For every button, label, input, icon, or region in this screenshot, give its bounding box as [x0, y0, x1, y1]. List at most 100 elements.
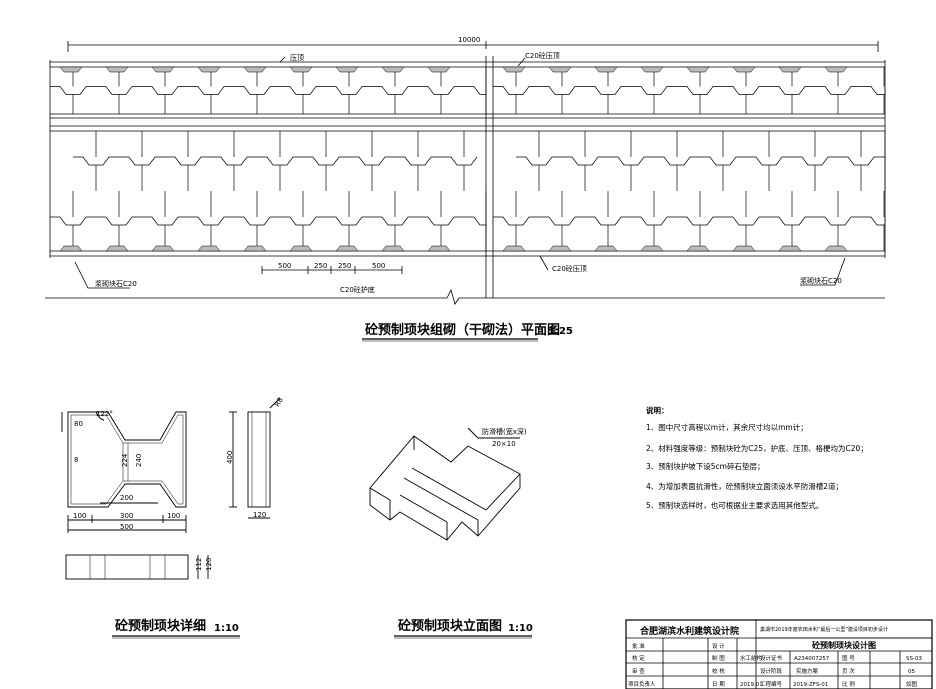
- cap-block-top: [732, 66, 756, 73]
- dim-r8: R8: [273, 396, 285, 408]
- dim-bottom-1: 500: [278, 262, 291, 270]
- cap-block-top: [594, 66, 618, 73]
- dim-bottom-2: 250: [314, 262, 327, 270]
- tb-r1-c2: 设 计: [712, 642, 725, 650]
- note-5: 5、预制块选样时，也可根据业主要求选用其他型式。: [646, 500, 823, 510]
- cap-block-top: [105, 66, 129, 73]
- cap-block-top: [502, 66, 526, 73]
- tb-signature-note: 水工结构: [740, 654, 763, 662]
- dim-224: 224: [121, 453, 129, 467]
- block-profile-line: [493, 86, 886, 95]
- tb-cert-value: A234007257: [794, 656, 830, 662]
- dim-400: 400: [226, 451, 234, 464]
- tb-r4-c1: 项目负责人: [628, 680, 656, 688]
- tb-r1-c1: 批 准: [632, 642, 645, 650]
- tb-projno-label: 工程编号: [760, 680, 783, 688]
- tb-scale-value: 如图: [906, 680, 918, 688]
- iso-title: 砼预制顼块立面图: [398, 618, 502, 634]
- dim-120b: 120: [205, 558, 213, 571]
- cap-block-bottom: [59, 245, 83, 252]
- tb-drawno-value: SS-03: [906, 656, 922, 662]
- note-4: 4、为增加表面抗滑性，砼预制块立面须设水平防滑槽2道；: [646, 481, 843, 491]
- tb-stage-value: 实施方案: [796, 667, 819, 675]
- cap-block-bottom: [427, 245, 451, 252]
- detail-scale: 1:10: [214, 623, 239, 634]
- tb-date: 2019.01: [740, 682, 763, 688]
- block-bottom-elevation: [65, 554, 189, 580]
- dim-120: 120: [253, 511, 266, 519]
- tb-r2-c2: 制 图: [712, 654, 725, 662]
- plan-title: 砼预制顼块组砌（干砌法）平面图: [365, 322, 560, 338]
- title-block: [625, 619, 933, 689]
- cap-block-top: [289, 66, 313, 73]
- cap-block-bottom: [824, 245, 848, 252]
- detail-title: 砼预制顼块详细: [115, 618, 206, 634]
- cap-block-bottom: [502, 245, 526, 252]
- cap-block-bottom: [548, 245, 572, 252]
- label-drain-right: 浆砌块石C20: [800, 276, 842, 285]
- dim-112: 112: [195, 558, 203, 571]
- block-profile-line: [493, 216, 886, 226]
- cap-block-top: [151, 66, 175, 73]
- dim-200: 200: [120, 494, 133, 502]
- cap-block-bottom: [335, 245, 359, 252]
- notes-heading: 说明：: [646, 405, 669, 415]
- tb-r4-c2: 日 期: [712, 681, 725, 688]
- tb-stage-label: 设计阶段: [760, 667, 783, 675]
- note-2: 2、材料强度等级：预制块砼为C25，护底、压顶、格梗均为C20；: [646, 443, 868, 453]
- tb-scale-label: 比 例: [842, 680, 855, 688]
- block-profile-line: [50, 216, 487, 226]
- note-3: 3、预制块护坡下设5cm碎石垫层；: [646, 461, 764, 471]
- dim-80: 80: [74, 420, 83, 428]
- tb-page-value: 05: [908, 669, 915, 675]
- note-1: 1、图中尺寸高程以m计，其余尺寸均以mm计；: [646, 422, 808, 432]
- iso-block-top: [369, 435, 521, 541]
- cap-block-top: [640, 66, 664, 73]
- dim-500: 500: [120, 523, 133, 531]
- tb-page-label: 页 次: [842, 667, 855, 675]
- cap-block-top: [197, 66, 221, 73]
- cap-block-top: [824, 66, 848, 73]
- cap-block-bottom: [289, 245, 313, 252]
- cap-block-top: [335, 66, 359, 73]
- label-drain: 浆砌块石C20: [95, 279, 137, 288]
- label-pressure-top: 压顶: [290, 54, 304, 62]
- dim-240: 240: [135, 454, 143, 467]
- label-pressure-bottom-right: C20砼压顶: [552, 264, 587, 273]
- dim-100-left: 100: [73, 512, 86, 520]
- block-profile-line: [73, 156, 478, 166]
- label-floor: C20砼护底: [340, 285, 375, 294]
- dim-bottom-3: 250: [338, 262, 351, 270]
- cap-block-top: [381, 66, 405, 73]
- dim-300: 300: [120, 512, 133, 520]
- cap-block-top: [548, 66, 572, 73]
- block-isometric-view: [369, 427, 521, 541]
- cap-block-bottom: [594, 245, 618, 252]
- cap-block-bottom: [243, 245, 267, 252]
- block-profile-line: [50, 86, 487, 95]
- tb-drawing-name: 砼预制顼块设计图: [812, 640, 876, 650]
- tb-cert-label: 设计证书: [760, 654, 783, 662]
- groove-dim: 20×10: [492, 440, 516, 448]
- tb-r2-c1: 核 定: [632, 654, 645, 662]
- dim-100-right: 100: [167, 512, 180, 520]
- cap-block-bottom: [778, 245, 802, 252]
- cap-block-bottom: [105, 245, 129, 252]
- cap-block-top: [427, 66, 451, 73]
- cap-block-bottom: [197, 245, 221, 252]
- label-pressure-top-right: C20砼压顶: [525, 51, 560, 60]
- tb-r3-c1: 审 查: [632, 667, 645, 675]
- cap-block-bottom: [686, 245, 710, 252]
- cap-block-bottom: [732, 245, 756, 252]
- cap-block-top: [686, 66, 710, 73]
- cap-block-bottom: [381, 245, 405, 252]
- tb-project: 巢湖市2019年度农田水利“最后一公里”建设项目初步设计: [760, 626, 888, 633]
- tb-r3-c2: 校 核: [712, 667, 725, 675]
- dim-bottom-4: 500: [372, 262, 385, 270]
- dim-angle: 122°: [96, 410, 113, 418]
- dim-8: 8: [74, 456, 78, 464]
- block-side-view: [247, 411, 271, 508]
- block-outline: [67, 411, 187, 508]
- plan-view: [45, 41, 886, 305]
